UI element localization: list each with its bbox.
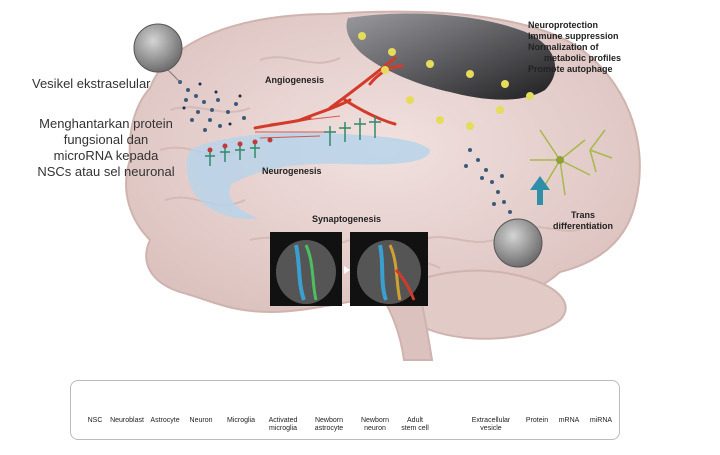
legend-newborn-astro-line-1: Newborn	[314, 417, 343, 424]
legend-adult-line-1: Adult	[407, 417, 423, 424]
trans-differentiation-label: Trans differentiation	[548, 210, 618, 232]
effect-normalization: Normalization of	[528, 42, 599, 52]
effect-metabolic-profiles: metabolic profiles	[544, 53, 622, 63]
trans-line-1: Trans	[570, 210, 595, 220]
legend-newborn-neuron-line-1: Newborn	[360, 417, 389, 424]
effect-neuroprotection: Neuroprotection	[528, 20, 599, 30]
legend-activated-label: Activated microglia	[259, 417, 307, 433]
vesicle-cloud-left	[178, 80, 246, 132]
legend-ev-label: Extracellular vesicle	[467, 417, 515, 433]
legend-activated-line-2: microglia	[268, 425, 297, 432]
legend-newborn-neuron-label: Newborn neuron	[351, 417, 399, 433]
legend-ev-line-1: Extracellular	[471, 417, 511, 424]
legend: NSC Neuroblast Astrocyte Neuron Microgli…	[70, 380, 620, 440]
effects-list: Neuroprotection Immune suppression Norma…	[528, 20, 621, 75]
legend-nsc-label: NSC	[87, 417, 103, 424]
stem-cell-sphere-top	[133, 23, 183, 73]
delivery-note: Menghantarkan protein fungsional dan mic…	[37, 116, 175, 179]
blood-vessels	[253, 56, 404, 130]
synaptogenesis-label: Synaptogenesis	[312, 214, 382, 224]
neurogenesis-label: Neurogenesis	[262, 166, 322, 176]
legend-astrocyte-label: Astrocyte	[150, 417, 180, 424]
neurogenesis-neurons	[205, 116, 381, 166]
trans-line-2: differentiation	[553, 221, 613, 231]
ventricle	[186, 132, 430, 220]
legend-microglia-label: Microglia	[226, 417, 255, 424]
legend-protein-label: Protein	[525, 417, 549, 424]
legend-newborn-neuron-line-2: neuron	[364, 425, 386, 432]
synaptogenesis-images	[270, 232, 428, 306]
effect-immune-suppression: Immune suppression	[528, 31, 619, 41]
vesicle-label: Vesikel ekstraselular	[32, 76, 151, 91]
legend-ev-line-2: vesicle	[480, 425, 502, 432]
legend-newborn-astro-line-2: astrocyte	[314, 425, 344, 432]
new-astrocyte-cell	[530, 129, 613, 196]
legend-neuroblast-label: Neuroblast	[110, 417, 144, 424]
cortex-region	[346, 13, 556, 100]
legend-mirna-label: miRNA	[589, 417, 613, 424]
legend-adult-label: Adult stem cell	[391, 417, 439, 433]
effect-promote-autophage: Promote autophage	[528, 64, 613, 74]
legend-adult-line-2: stem cell	[401, 425, 429, 432]
legend-newborn-astrocyte-label: Newborn astrocyte	[305, 417, 353, 433]
vesicle-cloud-right	[464, 148, 512, 214]
stem-cell-sphere-right	[493, 218, 543, 268]
legend-mrna-label: mRNA	[558, 417, 580, 424]
microglia-cells	[358, 32, 534, 130]
legend-neuron-label: Neuron	[189, 417, 213, 424]
legend-activated-line-1: Activated	[268, 417, 298, 424]
angiogenesis-label: Angiogenesis	[265, 75, 325, 85]
brain-stem	[378, 290, 434, 361]
